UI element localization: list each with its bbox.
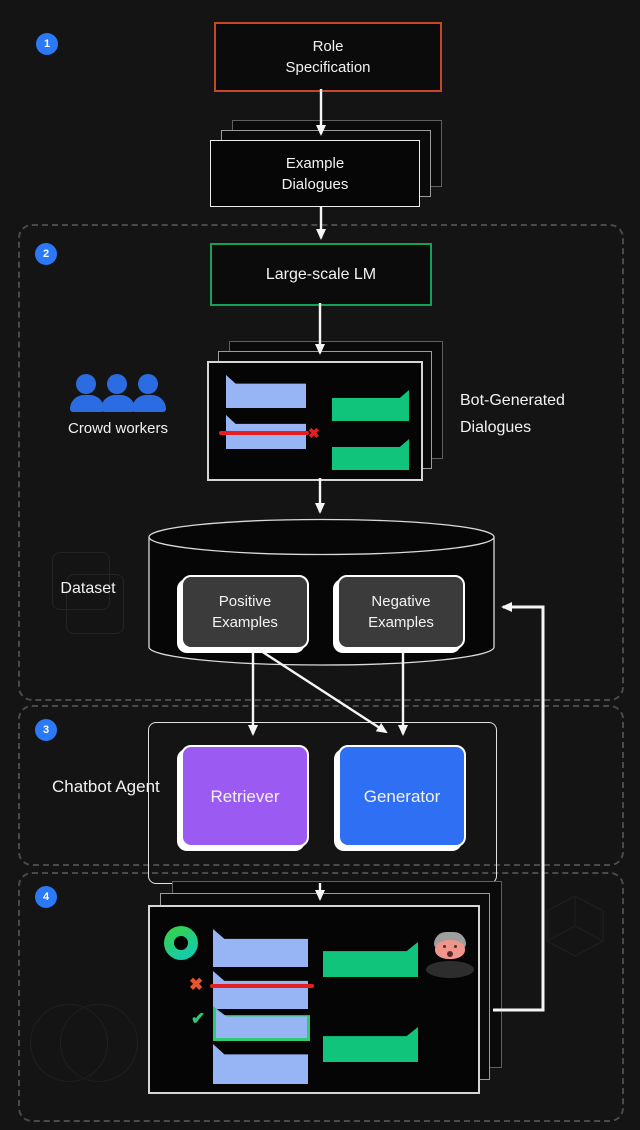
chatbot-agent-label: Chatbot Agent	[52, 777, 160, 796]
bot-generated-dialogues-label: Bot-Generated Dialogues	[460, 392, 565, 436]
positive-examples-label: Positive Examples	[212, 593, 278, 631]
rejected-message-bubble	[213, 971, 308, 1009]
stage-3-badge: 3	[35, 719, 57, 741]
dataset-label: Dataset	[60, 580, 116, 597]
stage-2-badge: 2	[35, 243, 57, 265]
crowd-workers-label: Crowd workers	[67, 420, 169, 437]
stage-1-badge: 1	[36, 33, 58, 55]
retriever-label: Retriever	[210, 786, 280, 806]
negative-examples-label: Negative Examples	[368, 593, 434, 631]
bot-message-bubble	[213, 1044, 308, 1084]
bot-message-bubble	[213, 929, 308, 967]
cross-icon: ✖	[189, 975, 204, 994]
strikethrough-line	[210, 984, 314, 988]
decor-hexagon	[546, 895, 604, 957]
generator-node: Generator	[338, 745, 466, 847]
self-chat-card: ✖ ✔	[148, 905, 480, 1094]
role-specification-label: Role Specification	[285, 38, 371, 76]
example-dialogues-label: Example Dialogues	[281, 154, 349, 193]
accepted-message-bubble	[213, 1006, 310, 1041]
crowd-workers-icon	[70, 374, 166, 412]
large-scale-lm-label: Large-scale LM	[265, 266, 377, 283]
negative-examples-node: Negative Examples	[337, 575, 465, 649]
stage-4-frame	[18, 872, 624, 1122]
decor-circle	[60, 1004, 138, 1082]
bot-avatar-icon	[164, 926, 198, 960]
cross-icon: ✖	[308, 425, 320, 441]
decor-square	[52, 552, 110, 610]
decor-square	[66, 574, 124, 634]
stage-4-badge: 4	[35, 886, 57, 908]
bot-message-bubble	[332, 390, 409, 421]
user-message-bubble	[226, 375, 306, 408]
large-scale-lm-node: Large-scale LM	[210, 243, 432, 306]
check-icon: ✔	[191, 1009, 206, 1028]
bot-message-bubble	[332, 439, 409, 470]
positive-examples-node: Positive Examples	[181, 575, 309, 649]
human-avatar-icon	[426, 932, 474, 980]
retriever-node: Retriever	[181, 745, 309, 847]
user-message-bubble	[323, 1027, 418, 1062]
bot-dialogue-card: ✖	[207, 361, 423, 481]
user-message-bubble	[323, 942, 418, 977]
generator-label: Generator	[363, 786, 441, 806]
role-specification-node: Role Specification	[214, 22, 442, 92]
example-dialogues-node: Example Dialogues	[210, 140, 420, 207]
strikethrough-line	[219, 431, 309, 435]
